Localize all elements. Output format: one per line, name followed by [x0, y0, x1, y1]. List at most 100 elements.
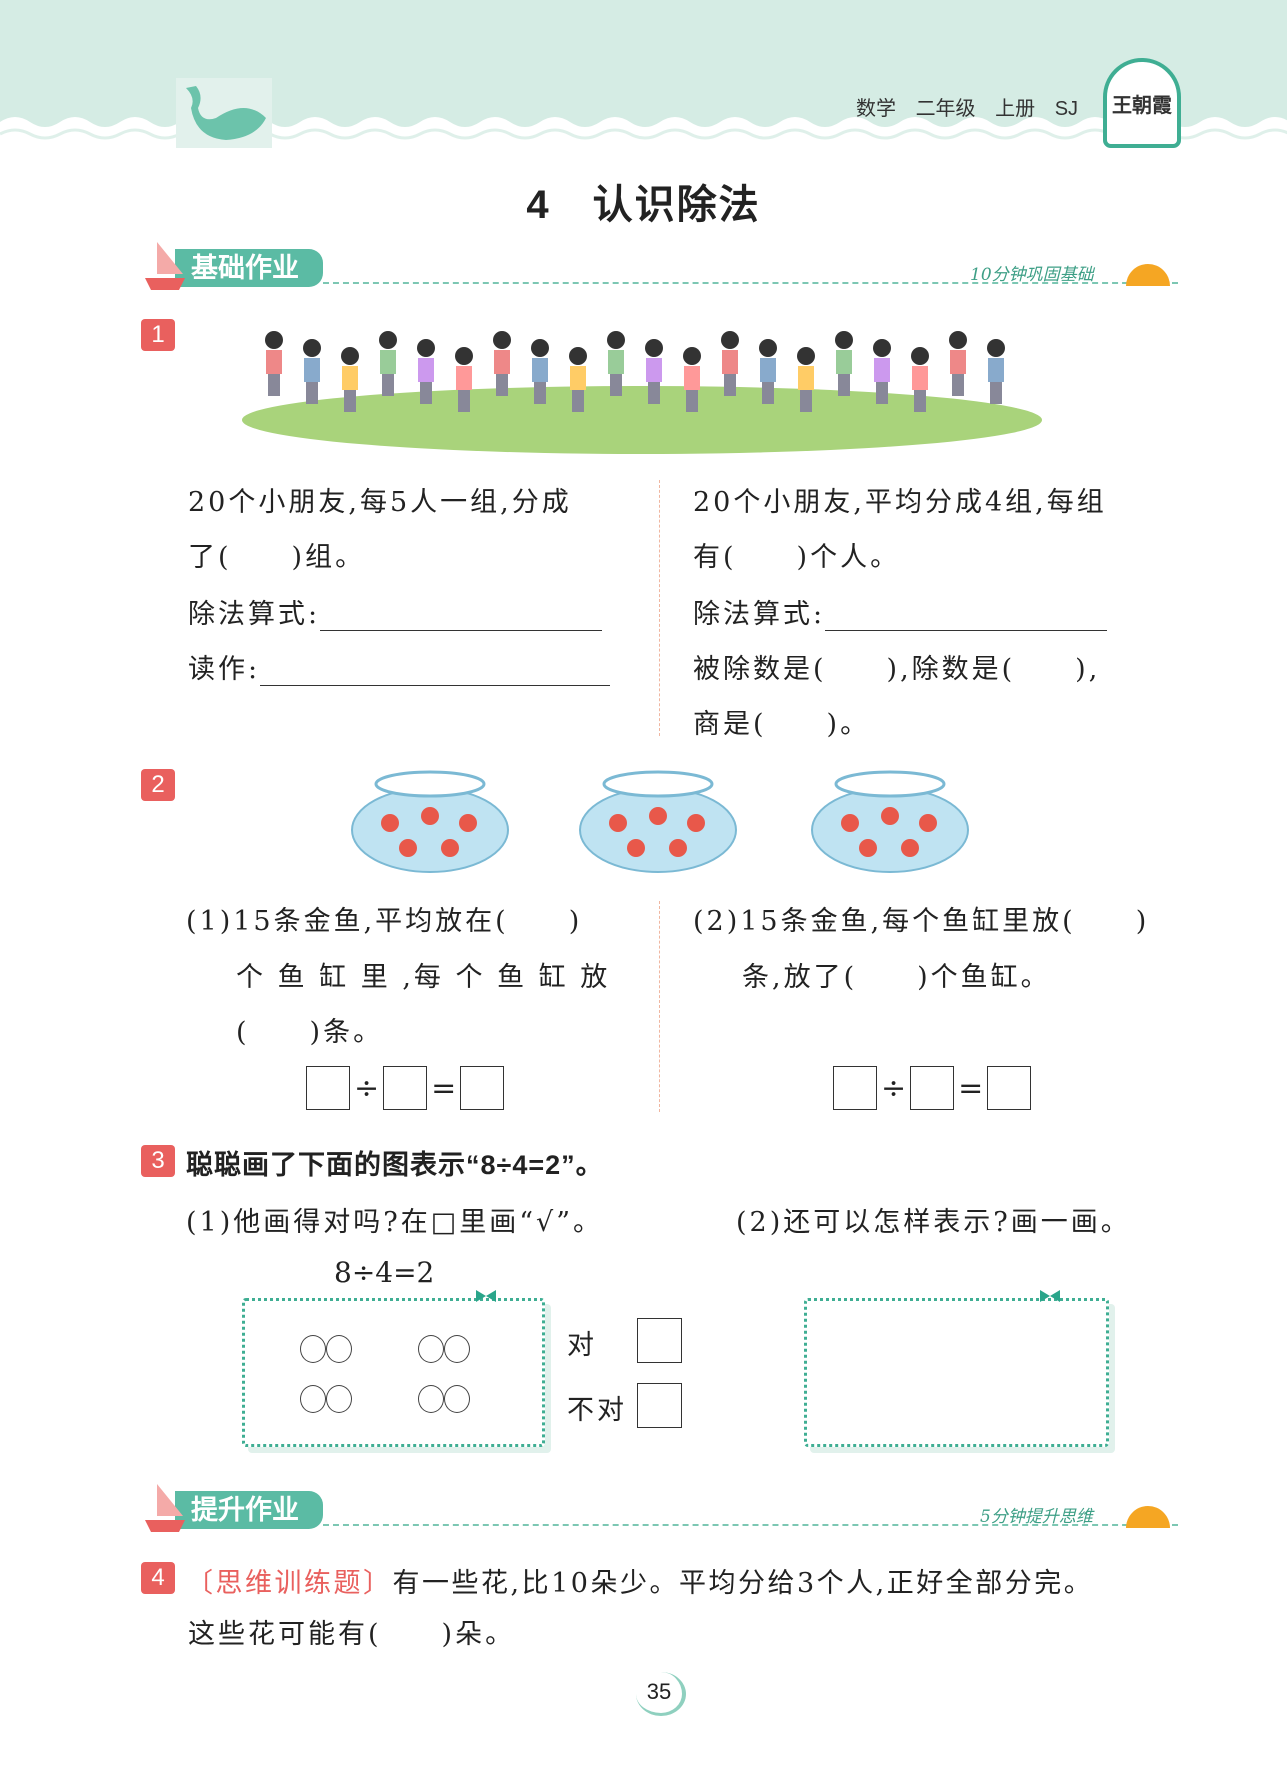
book-info: 数学 二年级 上册 SJ — [856, 92, 1078, 121]
child-figure — [987, 339, 1005, 404]
child-figure — [683, 347, 701, 412]
equals-sign: = — [431, 1070, 457, 1106]
q2-right-line1: (2)15条金鱼,每个鱼缸里放( ) — [693, 906, 1150, 937]
children-skipping-illustration — [242, 331, 1042, 454]
drawing-box-answer[interactable] — [804, 1298, 1109, 1447]
answer-box[interactable] — [383, 1066, 428, 1110]
section-header-basic: 基础作业 — [143, 242, 1178, 290]
q1-left-line4: 读作: — [188, 647, 611, 686]
child-figure — [569, 347, 587, 412]
child-figure — [721, 331, 739, 396]
equals-sign: = — [958, 1070, 984, 1106]
child-figure — [797, 347, 815, 412]
sailboat-icon — [145, 242, 185, 290]
child-figure — [531, 339, 549, 404]
equation-boxes-right: ÷= — [833, 1066, 1032, 1110]
child-figure — [607, 331, 625, 396]
checkbox-correct[interactable] — [637, 1318, 682, 1363]
brand-logo: 王朝霞 — [1103, 58, 1181, 148]
drawing-box-example — [242, 1298, 545, 1447]
q1-right-line5: 商是( )。 — [693, 709, 871, 740]
q3-prompt: 聪聪画了下面的图表示“8÷4=2”。 — [186, 1150, 604, 1180]
child-figure — [455, 347, 473, 412]
equation-label: 8÷4=2 — [334, 1256, 435, 1289]
q2-right-line2: 条,放了( )个鱼缸。 — [742, 962, 1051, 993]
child-figure — [303, 339, 321, 404]
division-label: 除法算式: — [693, 599, 826, 630]
q1-right-line1: 20个小朋友,平均分成4组,每组 — [693, 487, 1107, 518]
child-figure — [493, 331, 511, 396]
section-note: 5分钟提升思维 — [980, 1507, 1093, 1527]
column-divider — [659, 901, 660, 1112]
q1-left-line3: 除法算式: — [188, 592, 603, 631]
child-figure — [417, 339, 435, 404]
q2-left-line2: 个 鱼 缸 里 ,每 个 鱼 缸 放 — [236, 962, 611, 993]
answer-line[interactable] — [260, 658, 611, 686]
q3-sub2: (2)还可以怎样表示?画一画。 — [736, 1207, 1131, 1238]
answer-line[interactable] — [825, 603, 1108, 631]
section-note: 10分钟巩固基础 — [970, 265, 1094, 285]
child-figure — [759, 339, 777, 404]
answer-box[interactable] — [460, 1066, 505, 1110]
sun-icon — [1126, 1506, 1170, 1528]
subject: 数学 — [856, 98, 896, 120]
circle-pair — [418, 1385, 470, 1417]
q4-line2: 这些花可能有( )朵。 — [188, 1619, 516, 1650]
q1-left-line1: 20个小朋友,每5人一组,分成 — [188, 487, 572, 518]
sailboat-icon — [145, 1484, 185, 1532]
column-divider — [659, 480, 660, 736]
child-figure — [379, 331, 397, 396]
q1-left-line2: 了( )组。 — [188, 542, 366, 573]
question-number: 3 — [141, 1145, 175, 1177]
question-number: 1 — [141, 319, 175, 351]
volume: 上册 — [995, 98, 1036, 120]
section-label: 基础作业 — [175, 249, 323, 287]
checkbox-wrong[interactable] — [637, 1383, 682, 1428]
child-figure — [873, 339, 891, 404]
whale-icon — [176, 78, 272, 148]
q1-right-line3: 除法算式: — [693, 592, 1108, 631]
circle-pair — [300, 1385, 352, 1417]
q3-sub1: (1)他画得对吗?在□里画“√”。 — [186, 1207, 604, 1238]
q2-left-line3: ( )条。 — [236, 1017, 384, 1048]
divide-sign: ÷ — [881, 1070, 907, 1106]
child-figure — [341, 347, 359, 412]
answer-box[interactable] — [833, 1066, 877, 1110]
circle-pair — [418, 1335, 470, 1367]
page-number: 35 — [636, 1672, 686, 1716]
question-tag: 〔思维训练题〕 — [186, 1568, 393, 1599]
child-figure — [265, 331, 283, 396]
divide-sign: ÷ — [354, 1070, 380, 1106]
answer-box[interactable] — [910, 1066, 955, 1110]
page-title: 4 认识除法 — [526, 183, 761, 227]
bow-icon — [1040, 1290, 1060, 1302]
sun-icon — [1126, 264, 1170, 286]
child-figure — [911, 347, 929, 412]
question-number: 4 — [141, 1562, 175, 1594]
fishbowl-illustration — [579, 770, 737, 873]
answer-box[interactable] — [306, 1066, 350, 1110]
answer-line[interactable] — [320, 603, 603, 631]
q1-right-line2: 有( )个人。 — [693, 542, 901, 573]
q4-text: 有一些花,比10朵少。平均分给3个人,正好全部分完。 — [392, 1568, 1094, 1599]
child-figure — [645, 339, 663, 404]
option-wrong-label: 不对 — [567, 1395, 627, 1426]
fishbowl-illustration — [351, 770, 509, 873]
question-number: 2 — [141, 769, 175, 801]
section-label: 提升作业 — [175, 1491, 323, 1529]
equation-boxes-left: ÷= — [306, 1066, 505, 1110]
division-label: 除法算式: — [188, 599, 321, 630]
q2-left-line1: (1)15条金鱼,平均放在( ) — [186, 906, 583, 937]
read-label: 读作: — [188, 654, 261, 685]
grade: 二年级 — [915, 98, 976, 120]
child-figure — [835, 331, 853, 396]
section-header-advanced: 提升作业 — [143, 1484, 1178, 1532]
q4-line1: 〔思维训练题〕有一些花,比10朵少。平均分给3个人,正好全部分完。 — [186, 1561, 1093, 1600]
answer-box[interactable] — [987, 1066, 1032, 1110]
circle-pair — [300, 1335, 352, 1367]
child-figure — [949, 331, 967, 396]
q1-right-line4: 被除数是( ),除数是( ), — [693, 654, 1101, 685]
edition: SJ — [1054, 98, 1079, 120]
fishbowl-illustration — [811, 770, 969, 873]
option-correct-label: 对 — [567, 1330, 597, 1361]
